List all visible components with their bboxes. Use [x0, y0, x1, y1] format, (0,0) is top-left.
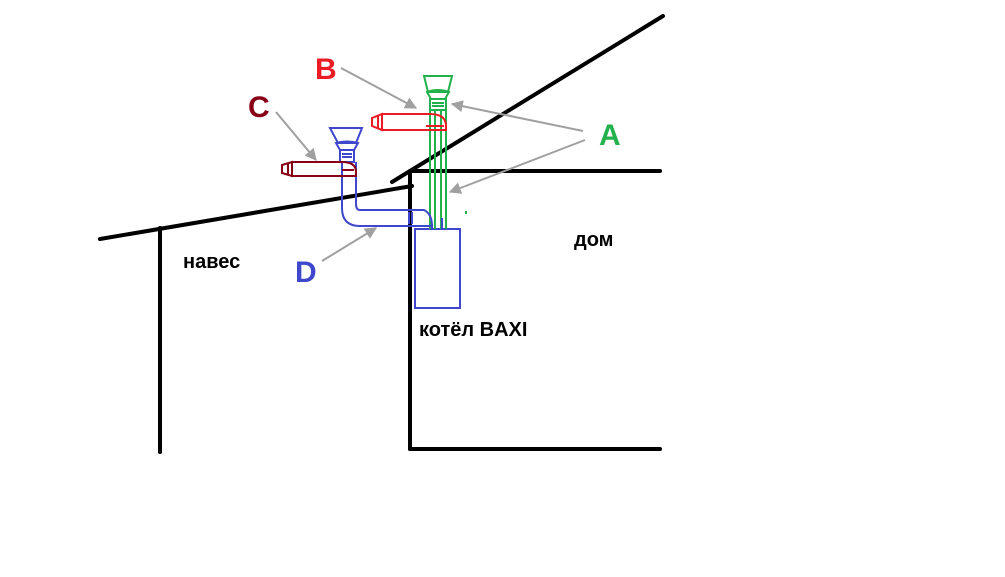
blue-pipe-route — [328, 127, 443, 229]
arrow-C — [275, 111, 317, 161]
pointer-arrows — [275, 67, 586, 262]
red-horizontal-outlet — [371, 112, 447, 132]
stray-dots — [465, 211, 467, 214]
marker-B: B — [315, 53, 337, 86]
house-roof-slope — [390, 14, 665, 184]
arrow-A-pipe — [448, 139, 586, 194]
shed-roof-line — [98, 184, 414, 241]
label-boiler: котёл BAXI — [419, 319, 527, 341]
marker-C: C — [248, 91, 270, 124]
arrow-D — [321, 227, 378, 262]
arrow-A-cap — [450, 100, 584, 132]
label-house: дом — [574, 229, 613, 251]
marker-D: D — [295, 256, 317, 289]
arrow-B — [340, 67, 418, 109]
dark-red-horizontal-outlet — [281, 160, 357, 178]
boiler-box — [414, 228, 461, 309]
marker-A: A — [599, 119, 621, 152]
label-shed: навес — [183, 251, 240, 273]
